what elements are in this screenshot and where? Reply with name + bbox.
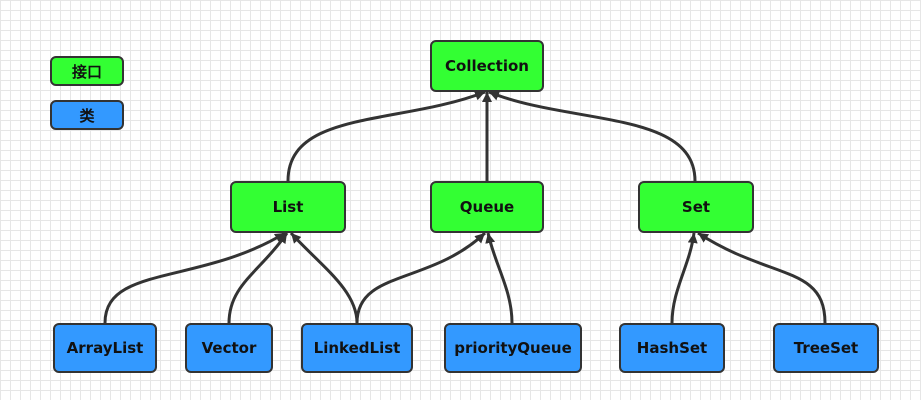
node-list-label: List	[272, 198, 304, 216]
node-hashset: HashSet	[619, 323, 725, 373]
edge-linkedlist-to-queue	[355, 231, 487, 324]
edge-set-to-collection	[488, 90, 697, 182]
legend-interface-label: 接口	[71, 62, 102, 81]
node-collection: Collection	[430, 40, 544, 92]
node-list: List	[230, 181, 346, 233]
edge-priorityqueue-to-queue	[485, 232, 514, 324]
node-hashset-label: HashSet	[636, 339, 708, 357]
node-treeset-label: TreeSet	[793, 339, 859, 357]
legend-class-label: 类	[79, 106, 95, 125]
node-arraylist: ArrayList	[53, 323, 157, 373]
edge-arraylist-to-list	[103, 231, 286, 324]
edge-vector-to-list	[227, 232, 289, 324]
node-queue: Queue	[430, 181, 544, 233]
node-queue-label: Queue	[459, 198, 515, 216]
edge-list-to-collection	[286, 90, 486, 182]
node-set: Set	[638, 181, 754, 233]
node-vector: Vector	[185, 323, 273, 373]
node-vector-label: Vector	[201, 339, 257, 357]
node-arraylist-label: ArrayList	[66, 339, 144, 357]
legend-interface: 接口	[50, 56, 124, 86]
node-priorityqueue: priorityQueue	[444, 323, 582, 373]
node-treeset: TreeSet	[773, 323, 879, 373]
node-priorityqueue-label: priorityQueue	[454, 339, 572, 357]
legend-class: 类	[50, 100, 124, 130]
node-linkedlist: LinkedList	[301, 323, 413, 373]
edge-hashset-to-set	[670, 232, 698, 324]
node-set-label: Set	[681, 198, 711, 216]
edge-treeset-to-set	[697, 231, 827, 324]
edge-linkedlist-to-list	[289, 231, 359, 324]
node-collection-label: Collection	[445, 57, 529, 75]
node-linkedlist-label: LinkedList	[313, 339, 401, 357]
